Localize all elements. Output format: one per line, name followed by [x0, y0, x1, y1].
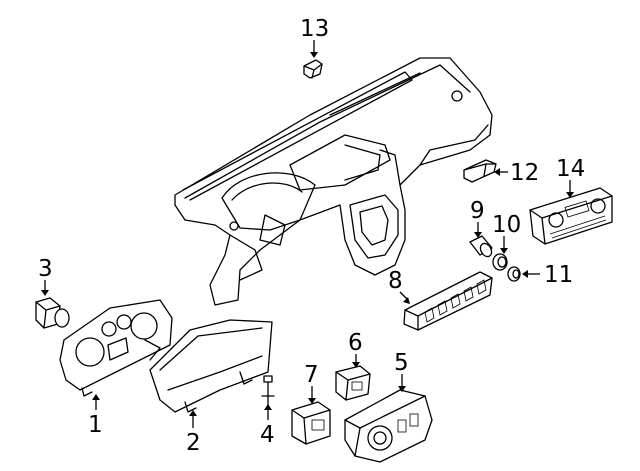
part-8 — [403, 271, 493, 331]
callout-11: 11 — [544, 262, 573, 288]
callout-14: 14 — [556, 156, 585, 182]
part-11 — [507, 266, 521, 282]
callout-3: 3 — [38, 256, 53, 282]
callout-8: 8 — [388, 268, 403, 294]
arrow-10 — [500, 248, 508, 254]
arrow-11 — [522, 270, 528, 278]
callout-4: 4 — [260, 422, 275, 448]
arrow-7 — [308, 398, 316, 404]
arrow-1 — [92, 394, 100, 400]
callout-6: 6 — [348, 330, 363, 356]
arrow-5 — [398, 386, 406, 392]
arrow-2 — [189, 410, 197, 416]
part-10 — [492, 253, 508, 271]
instrument-panel — [174, 57, 493, 306]
arrow-12 — [494, 168, 500, 176]
part-2 — [149, 319, 273, 413]
part-3 — [35, 297, 70, 329]
part-13 — [303, 59, 323, 79]
arrow-8 — [403, 297, 410, 304]
callout-1: 1 — [88, 412, 103, 438]
part-7 — [291, 401, 331, 445]
callout-5: 5 — [394, 350, 409, 376]
callout-10: 10 — [492, 212, 521, 238]
part-6 — [335, 365, 371, 401]
callout-12: 12 — [510, 160, 539, 186]
arrow-3 — [41, 290, 49, 296]
callout-9: 9 — [470, 198, 485, 224]
part-14 — [529, 187, 613, 245]
arrow-14 — [566, 192, 574, 198]
callout-7: 7 — [304, 362, 319, 388]
callouts: 13 12 14 9 10 11 8 3 1 — [38, 16, 585, 456]
callout-13: 13 — [300, 16, 329, 42]
part-9 — [469, 235, 493, 258]
arrow-9 — [474, 232, 482, 238]
part-5 — [344, 389, 433, 463]
part-1 — [59, 299, 173, 397]
arrow-6 — [352, 362, 360, 368]
callout-2: 2 — [186, 430, 201, 456]
part-4 — [261, 375, 275, 406]
arrow-13 — [310, 52, 318, 58]
arrow-4 — [264, 404, 272, 410]
part-12 — [463, 159, 497, 183]
